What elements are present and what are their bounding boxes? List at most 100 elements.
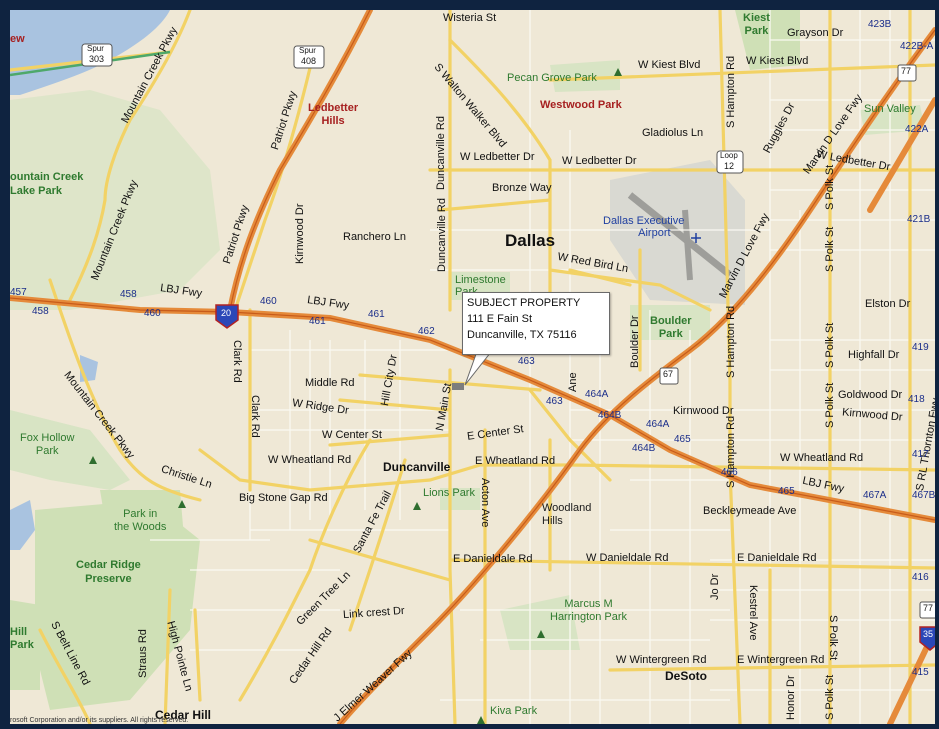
exit-464a: 464A — [585, 389, 609, 400]
road-s-polk-4: S Polk St — [824, 382, 836, 428]
airport-label: Dallas Executive Airport — [603, 215, 685, 239]
road-w-wheatland: W Wheatland Rd — [268, 454, 352, 466]
exit-458a: 458 — [32, 306, 49, 317]
park-kiva-label: Kiva Park — [490, 705, 538, 717]
road-highfall: Highfall Dr — [848, 349, 900, 361]
exit-460a: 460 — [144, 308, 161, 319]
exit-423b: 423B — [868, 19, 892, 30]
exit-464b-2: 464B — [632, 443, 656, 454]
road-ranchero: Ranchero Ln — [343, 231, 406, 243]
arterial-roads — [10, 10, 935, 724]
exit-464a-2: 464A — [646, 419, 670, 430]
park-in-woods — [100, 490, 185, 550]
exit-465b: 465 — [778, 486, 795, 497]
exit-419: 419 — [912, 342, 929, 353]
road-acton: Acton Ave — [479, 478, 491, 528]
park-sun-valley-label: Sun Valley — [864, 103, 916, 115]
map-graphics — [10, 10, 935, 724]
road-s-hampton-1: S Hampton Rd — [725, 55, 737, 128]
park-hill — [10, 600, 40, 690]
callout-city-state: Duncanville, TX 75116 — [467, 329, 577, 341]
road-clark-rd-2: Clark Rd — [249, 395, 261, 438]
road-elston: Elston Dr — [865, 298, 911, 310]
exit-461b: 461 — [368, 309, 385, 320]
exit-460b: 460 — [260, 296, 277, 307]
road-bronze-way: Bronze Way — [492, 182, 552, 194]
park-fox-hollow — [10, 410, 130, 490]
map-copyright: rosoft Corporation and/or its suppliers.… — [10, 717, 189, 724]
exit-467b: 467B — [912, 490, 935, 501]
exit-462: 462 — [418, 326, 435, 337]
road-jo-dr: Jo Dr — [709, 573, 721, 600]
road-beckleymeade: Beckleymeade Ave — [703, 505, 797, 517]
road-clark-rd-1: Clark Rd — [231, 340, 243, 383]
shield-spur-408 — [293, 45, 325, 69]
shield-spur-408-label: Spur — [299, 46, 316, 55]
road-straus: Straus Rd — [137, 629, 149, 678]
road-kirnwood-2: Kirnwood Dr — [673, 405, 734, 417]
exit-464b: 464B — [598, 410, 622, 421]
shield-loop-12-number: 12 — [724, 161, 735, 171]
park-pecan — [550, 60, 620, 92]
shield-i35-number: 35 — [923, 629, 934, 639]
park-kiest — [735, 10, 800, 70]
callout-title: SUBJECT PROPERTY — [467, 297, 581, 309]
road-e-wheatland: E Wheatland Rd — [475, 455, 556, 467]
shield-spur-408-number: 408 — [301, 56, 317, 66]
city-cedar-hill: Cedar Hill — [155, 708, 212, 722]
shield-us77b-number: 77 — [923, 603, 934, 613]
shield-us77a — [897, 64, 917, 82]
shield-us67-number: 67 — [663, 369, 674, 379]
road-middle: Middle Rd — [305, 377, 355, 389]
shield-loop-12-label: Loop — [720, 151, 738, 160]
park-pecan-grove-label: Pecan Grove Park — [507, 72, 597, 84]
shield-i20-number: 20 — [221, 308, 232, 318]
park-harrington — [500, 595, 580, 650]
road-w-ledbetter: W Ledbetter Dr — [460, 151, 535, 163]
subject-property-callout[interactable]: SUBJECT PROPERTY 111 E Fain St Duncanvil… — [462, 292, 610, 355]
exit-416: 416 — [912, 572, 929, 583]
callout-street: 111 E Fain St — [467, 313, 533, 325]
exit-421b: 421B — [907, 214, 931, 225]
road-w-center: W Center St — [322, 429, 382, 441]
shield-us77a-number: 77 — [901, 66, 912, 76]
area-westwood-park: Westwood Park — [540, 99, 622, 111]
road-e-danieldale-2: E Danieldale Rd — [737, 552, 817, 564]
exit-463b: 463 — [546, 396, 563, 407]
road-e-danieldale: E Danieldale Rd — [453, 553, 533, 565]
road-e-wintergreen: E Wintergreen Rd — [737, 654, 825, 666]
area-ew: ew — [10, 33, 25, 45]
airplane-icon — [691, 233, 701, 243]
shield-spur-303-number: 303 — [89, 54, 105, 64]
city-duncanville: Duncanville — [383, 460, 451, 474]
road-duncanville-rd: Duncanville Rd — [435, 116, 447, 190]
exit-418: 418 — [908, 394, 925, 405]
shield-spur-303 — [81, 43, 113, 67]
exit-415: 415 — [912, 667, 929, 678]
road-honor: Honor Dr — [785, 675, 797, 720]
park-cedar-ridge — [35, 500, 200, 710]
shield-us67 — [659, 367, 679, 385]
road-w-danieldale: W Danieldale Rd — [586, 552, 669, 564]
exit-458b: 458 — [120, 289, 137, 300]
shield-loop-12 — [716, 150, 744, 174]
road-big-stone-gap: Big Stone Gap Rd — [239, 492, 328, 504]
road-duncanville-rd-2: Duncanville Rd — [436, 198, 448, 272]
city-dallas: Dallas — [505, 231, 556, 250]
road-ane: Ane — [567, 372, 579, 392]
exit-417: 417 — [912, 449, 929, 460]
shield-i20 — [215, 304, 239, 329]
road-grayson: Grayson Dr — [787, 27, 844, 39]
shield-spur-303-label: Spur — [87, 44, 104, 53]
subject-property-marker — [452, 383, 464, 390]
exit-463a: 463 — [518, 356, 535, 367]
shield-i35 — [919, 626, 935, 651]
road-s-polk-3: S Polk St — [824, 322, 836, 368]
road-s-polk-2: S Polk St — [824, 226, 836, 272]
